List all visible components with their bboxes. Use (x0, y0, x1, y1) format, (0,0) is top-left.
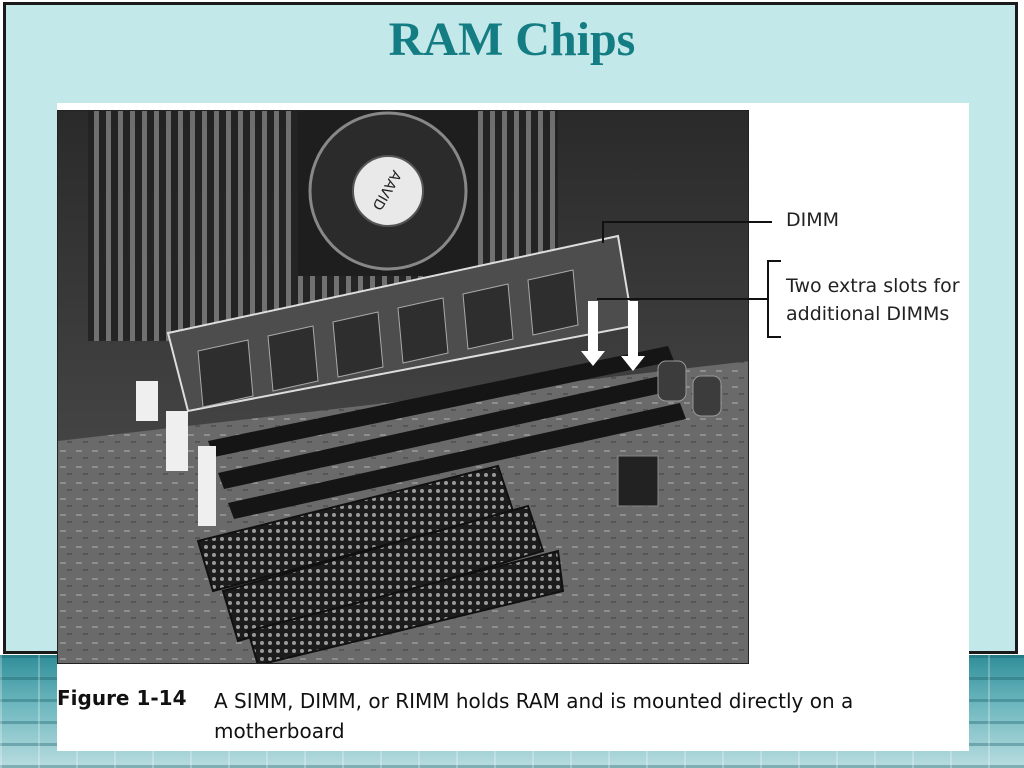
motherboard-photo: AAVID (57, 110, 749, 664)
slots-bracket-bottom (767, 336, 781, 338)
dimm-callout-stem (602, 221, 604, 243)
slots-bracket-side (767, 260, 769, 338)
dimm-callout-line (602, 221, 772, 223)
figure-caption-text: A SIMM, DIMM, or RIMM holds RAM and is m… (214, 689, 854, 743)
slide-title: RAM Chips (388, 13, 636, 66)
figure-panel: AAVID (57, 103, 969, 751)
dimm-label: DIMM (786, 209, 840, 231)
figure-number: Figure 1-14 (57, 686, 187, 710)
extra-slots-label-line2: additional DIMMs (786, 303, 950, 325)
slots-callout-line (597, 298, 767, 300)
extra-slots-label-line1: Two extra slots for (786, 275, 960, 297)
slots-bracket-top (767, 260, 781, 262)
